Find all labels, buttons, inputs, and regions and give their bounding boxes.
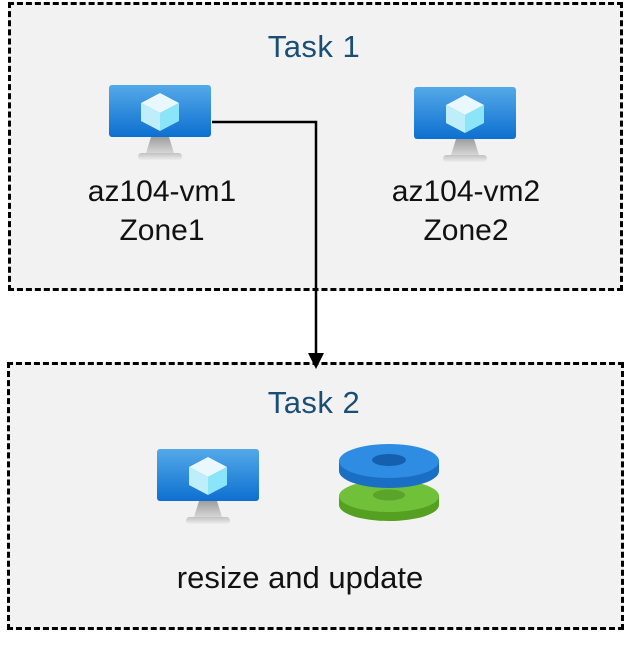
vm1-zone: Zone1 (119, 214, 205, 247)
vm2-zone: Zone2 (423, 214, 509, 247)
task2-box (7, 362, 624, 630)
azure-vm-icon (157, 449, 259, 524)
azure-vm-icon (414, 87, 516, 162)
task2-title: Task 2 (267, 385, 361, 420)
vm1-label: az104-vm1 Zone1 (12, 172, 312, 250)
vm1-name: az104-vm1 (87, 175, 237, 208)
task2-caption: resize and update (176, 560, 424, 595)
vm2-label: az104-vm2 Zone2 (316, 172, 616, 250)
vm2-name: az104-vm2 (391, 175, 541, 208)
task1-title: Task 1 (267, 29, 361, 64)
managed-disks-icon (339, 444, 439, 521)
azure-vm-icon (109, 85, 211, 160)
